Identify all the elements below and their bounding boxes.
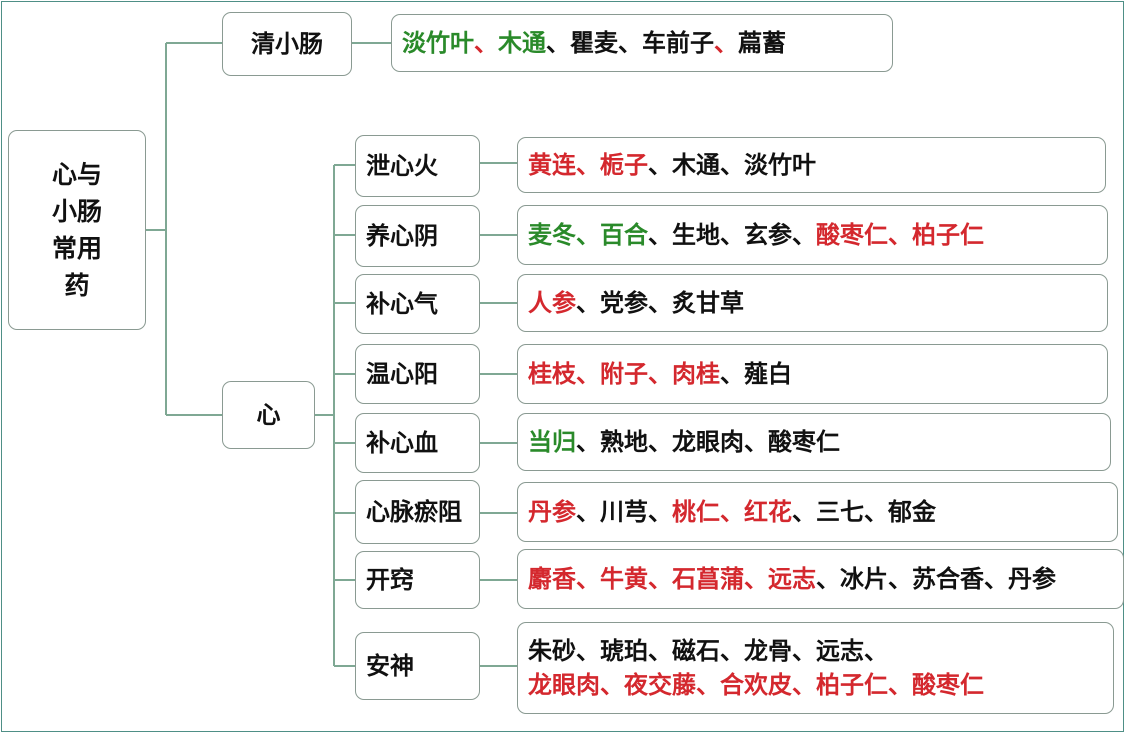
herb-text: 麦冬、百合	[528, 221, 648, 249]
root-node: 心与小肠常用药	[8, 130, 146, 330]
herb-text: 桃仁、红花	[672, 498, 792, 526]
group-label-text: 开窍	[366, 566, 414, 594]
herb-text: 、生地、玄参、	[648, 221, 816, 249]
herb-text: 桂枝、附子、肉桂	[528, 360, 720, 388]
group-label: 心脉瘀阻	[355, 480, 480, 544]
group-label: 开窍	[355, 551, 480, 609]
group-label-text: 养心阴	[366, 222, 438, 250]
group-label-text: 安神	[366, 652, 414, 680]
group-herbs: 桂枝、附子、肉桂、薤白	[517, 344, 1108, 404]
node-label: 心	[256, 401, 281, 429]
herb-text: 、木通、淡竹叶	[648, 151, 816, 179]
herb-text: 、川芎、	[576, 498, 672, 526]
group-label: 养心阴	[355, 205, 480, 267]
group-label-text: 心脉瘀阻	[366, 498, 462, 526]
herb-text: 淡竹叶	[402, 29, 474, 57]
herb-text: 黄连、栀子	[528, 151, 648, 179]
herb-text: 朱砂、琥珀、磁石、龙骨、远志、	[528, 637, 888, 665]
herb-text: 丹参	[528, 498, 576, 526]
herb-text: 龙眼肉、夜交藤、合欢皮、柏子仁、酸枣仁	[528, 671, 984, 699]
herb-text: 、熟地、龙眼肉、酸枣仁	[576, 428, 840, 456]
group-herbs: 黄连、栀子、木通、淡竹叶	[517, 137, 1106, 193]
node-xin: 心	[222, 381, 315, 449]
group-label-text: 泄心火	[366, 152, 438, 180]
herb-text: 当归	[528, 428, 576, 456]
herb-text: 、	[714, 29, 738, 57]
group-herbs: 当归、熟地、龙眼肉、酸枣仁	[517, 413, 1111, 471]
herb-text: 、党参、炙甘草	[576, 289, 744, 317]
group-label-text: 补心血	[366, 429, 438, 457]
node-label: 清小肠	[251, 30, 323, 58]
group-label: 补心血	[355, 413, 480, 473]
group-herbs: 朱砂、琥珀、磁石、龙骨、远志、龙眼肉、夜交藤、合欢皮、柏子仁、酸枣仁	[517, 622, 1114, 714]
group-label: 补心气	[355, 274, 480, 334]
herb-text: 、三七、郁金	[792, 498, 936, 526]
node-qing-xiaochang: 清小肠	[222, 12, 352, 76]
herb-text: 人参	[528, 289, 576, 317]
root-title-line: 心与	[51, 160, 102, 189]
herb-text: 酸枣仁、柏子仁	[816, 221, 984, 249]
group-label: 温心阳	[355, 344, 480, 404]
group-label: 泄心火	[355, 135, 480, 197]
herb-text: 木通	[498, 29, 546, 57]
group-herbs: 麝香、牛黄、石菖蒲、远志、冰片、苏合香、丹参	[517, 549, 1124, 609]
group-herbs: 麦冬、百合、生地、玄参、酸枣仁、柏子仁	[517, 205, 1108, 265]
herb-text: 萹蓄	[738, 29, 786, 57]
group-label-text: 补心气	[366, 290, 438, 318]
herb-text: 麝香、牛黄、石菖蒲、远志	[528, 565, 816, 593]
xiaochang-herbs: 淡竹叶、木通、瞿麦、车前子、萹蓄	[391, 14, 893, 72]
root-title-line: 小肠	[51, 197, 102, 226]
group-label-text: 温心阳	[366, 360, 438, 388]
root-title-line: 药	[64, 271, 90, 300]
group-herbs: 丹参、川芎、桃仁、红花、三七、郁金	[517, 482, 1118, 542]
herb-text: 、	[474, 29, 498, 57]
group-label: 安神	[355, 632, 480, 700]
group-herbs: 人参、党参、炙甘草	[517, 274, 1108, 332]
root-title-line: 常用	[51, 234, 102, 263]
herb-text: 、薤白	[720, 360, 792, 388]
herb-text: 、冰片、苏合香、丹参	[816, 565, 1056, 593]
herb-text: 、瞿麦、车前子	[546, 29, 714, 57]
